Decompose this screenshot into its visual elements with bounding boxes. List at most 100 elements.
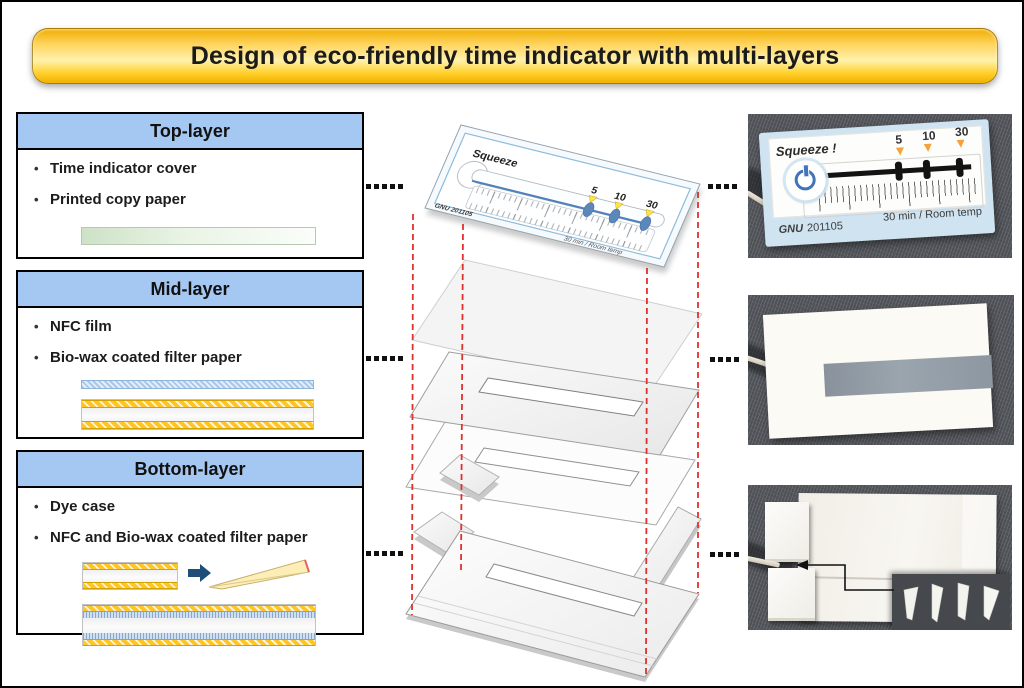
title-banner: Design of eco-friendly time indicator wi… [32,28,998,84]
mark-triangle-icon [923,143,933,153]
connector-dots [366,184,403,189]
time-bead [922,159,931,180]
printed-copy-paper-swatch [81,227,316,245]
page-title: Design of eco-friendly time indicator wi… [190,41,840,70]
bullet-text: Dye case [50,498,116,515]
mid-layer-bullets: • NFC film • Bio-wax coated filter paper [34,318,362,380]
base-crease [417,595,658,660]
wedge-pieces [903,582,1000,623]
exploded-view-schematic: Squeeze 5 10 30 GNU 201105 30 min / Room… [405,124,703,682]
mark-triangle-icon [645,209,655,218]
guide-line [460,223,464,571]
list-item: • Dye case [34,498,362,529]
wedge-body [208,559,310,590]
filter-paper-core [82,408,313,421]
mark-triangle-icon [895,147,905,156]
slot-opening [823,355,994,397]
slot-paper [762,303,994,439]
list-item: • NFC and Bio-wax coated filter paper [34,529,362,560]
connector-dots [366,356,403,361]
mark-10: 10 [612,191,628,204]
wax-wedge [931,583,944,623]
photo-bottom-layer [748,485,1012,630]
base-sheet [405,530,700,678]
mark-5: 5 [894,132,903,147]
dye-case-pad-1 [765,502,809,562]
bottom-layer-header: Bottom-layer [18,452,362,488]
dye-case-swatch [82,562,178,590]
alignment-guides [411,192,699,677]
wedge-inset-photo [892,574,1010,630]
serial-number: 201105 [806,220,844,235]
bullet-text: NFC film [50,318,112,335]
sheet-fold [961,494,997,570]
connector-dots [366,551,403,556]
dye-case-pad-2 [768,568,815,621]
bottom-layer-box: Bottom-layer • Dye case • NFC and Bio-wa… [16,450,364,646]
timeline-line [471,179,650,226]
connector-dots [710,357,739,362]
bullet-text: NFC and Bio-wax coated filter paper [50,529,308,546]
wax-wedge-graphic [208,559,310,590]
biowax-filter-paper-swatch [81,399,314,430]
filter-paper-core [83,618,315,633]
wax-wedge [903,586,919,621]
time-bead [608,208,621,224]
nfc-biowax-filter-paper-swatch [82,604,316,646]
bullet-icon: • [34,192,39,207]
list-item: • NFC film [34,318,362,349]
slot-opening [478,377,644,417]
wax-wedge [957,582,970,621]
bullet-text: Time indicator cover [50,160,197,177]
indicator-card-schematic: Squeeze 5 10 30 GNU 201105 30 min / Room… [424,124,702,274]
mark-30: 30 [644,199,660,212]
nfc-layer-bottom [83,633,315,639]
slot-opening [474,447,640,487]
list-item: • Bio-wax coated filter paper [34,349,362,380]
time-bead [582,202,595,217]
mark-triangle-icon [588,195,598,204]
bullet-text: Printed copy paper [50,191,186,208]
wax-layer-top [83,605,315,612]
base-crease [413,602,654,667]
bullet-text: Bio-wax coated filter paper [50,349,242,366]
list-item: • Printed copy paper [34,191,362,222]
wax-layer-bottom [83,582,177,589]
wax-layer-top [83,563,177,570]
guide-line [411,213,414,616]
wedge-red-edge [304,559,310,573]
connector-dots [710,552,739,557]
time-bead [894,161,903,181]
guide-line [645,267,648,677]
dye-case-pad-1 [439,454,500,496]
mark-triangle-icon [956,139,966,149]
mark-5: 5 [589,185,599,196]
bottom-layer-bullets: • Dye case • NFC and Bio-wax coated filt… [34,498,362,560]
wax-layer-bottom [83,639,315,646]
bullet-icon: • [34,350,39,365]
mid-layer-box: Mid-layer • NFC film • Bio-wax coated fi… [16,270,364,439]
ruler-ticks-major [468,187,654,252]
bullet-icon: • [34,530,39,545]
nfc-layer-top [83,612,315,618]
mark-triangle-icon [614,201,624,210]
mid-layer-header: Mid-layer [18,272,362,308]
mark-30: 30 [954,124,969,140]
top-layer-header: Top-layer [18,114,362,150]
nfc-film-swatch [81,380,314,389]
photo-mid-layer [748,295,1014,445]
mark-10: 10 [921,128,936,144]
bullet-icon: • [34,499,39,514]
serial-brand: GNU [778,222,804,237]
bullet-icon: • [34,161,39,176]
top-layer-box: Top-layer • Time indicator cover • Print… [16,112,364,259]
wax-wedge [983,585,1000,621]
list-item: • Time indicator cover [34,160,362,191]
wax-layer-top [82,400,313,408]
dye-case-core [83,570,177,582]
wedge-fold-line [208,571,310,588]
